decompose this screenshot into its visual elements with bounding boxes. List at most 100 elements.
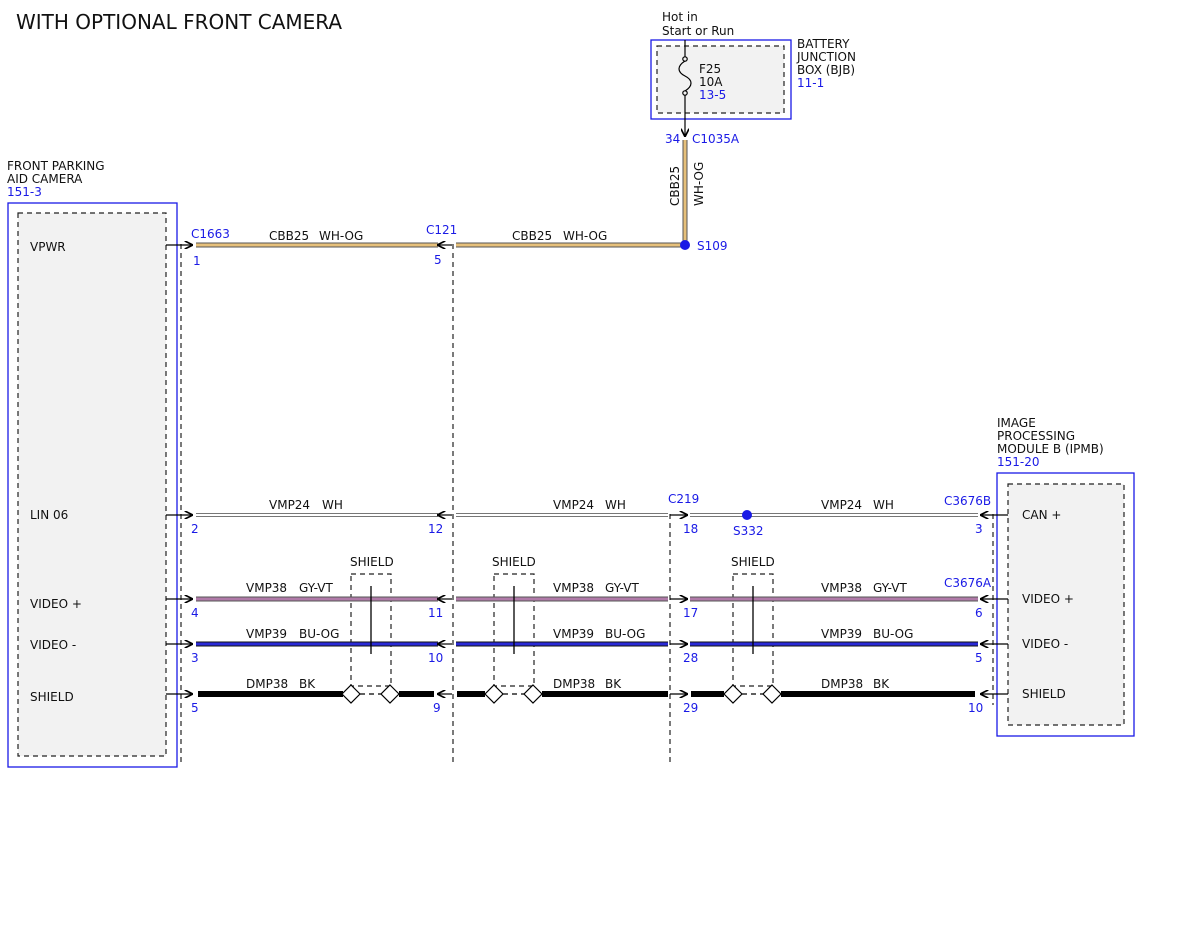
shield-label-3: SHIELD bbox=[731, 555, 775, 569]
shield-label-2: SHIELD bbox=[492, 555, 536, 569]
wire-color-bk-2: BK bbox=[605, 677, 622, 691]
bjb-label-3: BOX (BJB) bbox=[797, 63, 855, 77]
bjb-inner-box bbox=[656, 45, 785, 114]
camera-pin-lin06: LIN 06 bbox=[30, 508, 68, 522]
pin-c121-12: 12 bbox=[428, 522, 443, 536]
wire-label-vmp39-2: VMP39 bbox=[553, 627, 594, 641]
pin-c1663-1: 1 bbox=[193, 254, 201, 268]
splice-s332-label: S332 bbox=[733, 524, 764, 538]
pin-c1663-5: 5 bbox=[191, 701, 199, 715]
bjb-label-2: JUNCTION bbox=[796, 50, 856, 64]
connector-c219: C219 bbox=[668, 492, 699, 506]
shield-termination-icon-1 bbox=[341, 684, 361, 704]
wire-label-cbb25-2: CBB25 bbox=[512, 229, 552, 243]
pin-c219-18: 18 bbox=[683, 522, 698, 536]
connector-c3676a: C3676A bbox=[944, 576, 992, 590]
wire-color-wh-2: WH bbox=[605, 498, 626, 512]
wire-color-wh-og-vertical: WH-OG bbox=[692, 162, 706, 206]
page-title: WITH OPTIONAL FRONT CAMERA bbox=[16, 10, 342, 34]
fuse-amp: 10A bbox=[699, 75, 723, 89]
pin-ipmb-3: 3 bbox=[975, 522, 983, 536]
pin-ipmb-6: 6 bbox=[975, 606, 983, 620]
ipmb-pin-can-plus: CAN + bbox=[1022, 508, 1061, 522]
wire-color-bu-og-1: BU-OG bbox=[299, 627, 339, 641]
connector-c1035a: C1035A bbox=[692, 132, 740, 146]
ipmb-pin-video-plus: VIDEO + bbox=[1022, 592, 1074, 606]
ipmb-pin-shield: SHIELD bbox=[1022, 687, 1066, 701]
shield-termination-icon-5 bbox=[723, 684, 743, 704]
shield-termination-icon-3 bbox=[484, 684, 504, 704]
pin-c219-17: 17 bbox=[683, 606, 698, 620]
ipmb-label-1: IMAGE bbox=[997, 416, 1036, 430]
wire-label-vmp24-2: VMP24 bbox=[553, 498, 594, 512]
bjb-ref: 11-1 bbox=[797, 76, 824, 90]
bjb-box bbox=[650, 39, 792, 120]
wire-color-wh-1: WH bbox=[322, 498, 343, 512]
wire-label-dmp38-3: DMP38 bbox=[821, 677, 863, 691]
pin-c121-5: 5 bbox=[434, 253, 442, 267]
wire-label-cbb25-1: CBB25 bbox=[269, 229, 309, 243]
camera-label-1: FRONT PARKING bbox=[7, 159, 105, 173]
wire-label-vmp39-1: VMP39 bbox=[246, 627, 287, 641]
wire-color-wh-og-1: WH-OG bbox=[319, 229, 363, 243]
camera-ref: 151-3 bbox=[7, 185, 42, 199]
shield-box-3 bbox=[732, 573, 774, 687]
fuse-ref: 13-5 bbox=[699, 88, 726, 102]
camera-pin-shield: SHIELD bbox=[30, 690, 74, 704]
start-run-label: Start or Run bbox=[662, 24, 734, 38]
wire-color-bu-og-3: BU-OG bbox=[873, 627, 913, 641]
wire-color-bk-1: BK bbox=[299, 677, 316, 691]
pin-c1663-4: 4 bbox=[191, 606, 199, 620]
camera-pin-video-minus: VIDEO - bbox=[30, 638, 76, 652]
wire-color-gy-vt-2: GY-VT bbox=[605, 581, 639, 595]
ipmb-ref: 151-20 bbox=[997, 455, 1040, 469]
shield-box-1 bbox=[350, 573, 392, 687]
shield-label-1: SHIELD bbox=[350, 555, 394, 569]
wire-color-gy-vt-3: GY-VT bbox=[873, 581, 907, 595]
wire-label-vmp38-2: VMP38 bbox=[553, 581, 594, 595]
wire-label-vmp24-3: VMP24 bbox=[821, 498, 862, 512]
pin-c121-9: 9 bbox=[433, 701, 441, 715]
wire-color-gy-vt-1: GY-VT bbox=[299, 581, 333, 595]
splice-s109-label: S109 bbox=[697, 239, 728, 253]
pin-c219-29: 29 bbox=[683, 701, 698, 715]
wire-label-vmp38-3: VMP38 bbox=[821, 581, 862, 595]
camera-pin-vpwr: VPWR bbox=[30, 240, 66, 254]
connector-c3676b: C3676B bbox=[944, 494, 991, 508]
camera-label-2: AID CAMERA bbox=[7, 172, 83, 186]
wire-color-bk-3: BK bbox=[873, 677, 890, 691]
wire-label-vmp39-3: VMP39 bbox=[821, 627, 862, 641]
connector-c1663: C1663 bbox=[191, 227, 230, 241]
wire-color-bu-og-2: BU-OG bbox=[605, 627, 645, 641]
hot-in-label: Hot in bbox=[662, 10, 698, 24]
ipmb-label-2: PROCESSING bbox=[997, 429, 1075, 443]
wire-label-vmp38-1: VMP38 bbox=[246, 581, 287, 595]
pin-ipmb-10: 10 bbox=[968, 701, 983, 715]
shield-box-2 bbox=[493, 573, 535, 687]
wire-label-dmp38-1: DMP38 bbox=[246, 677, 288, 691]
camera-inner-box bbox=[17, 212, 167, 757]
wire-color-wh-3: WH bbox=[873, 498, 894, 512]
shield-termination-icon-6 bbox=[762, 684, 782, 704]
bjb-label-1: BATTERY bbox=[797, 37, 850, 51]
shield-termination-icon-4 bbox=[523, 684, 543, 704]
ipmb-box bbox=[996, 472, 1135, 737]
pin-c121-10: 10 bbox=[428, 651, 443, 665]
wire-color-wh-og-2: WH-OG bbox=[563, 229, 607, 243]
pin-ipmb-5: 5 bbox=[975, 651, 983, 665]
wire-label-cbb25-vertical: CBB25 bbox=[668, 166, 682, 206]
splice-s109 bbox=[680, 240, 690, 250]
ipmb-pin-video-minus: VIDEO - bbox=[1022, 637, 1068, 651]
camera-pin-video-plus: VIDEO + bbox=[30, 597, 82, 611]
camera-box bbox=[7, 202, 178, 768]
wire-label-dmp38-2: DMP38 bbox=[553, 677, 595, 691]
splice-s332 bbox=[742, 510, 752, 520]
pin-34: 34 bbox=[665, 132, 680, 146]
pin-c219-28: 28 bbox=[683, 651, 698, 665]
shield-termination-icon-2 bbox=[380, 684, 400, 704]
ipmb-label-3: MODULE B (IPMB) bbox=[997, 442, 1104, 456]
fuse-icon bbox=[678, 60, 692, 92]
fuse-name: F25 bbox=[699, 62, 721, 76]
ipmb-inner-box bbox=[1007, 483, 1125, 726]
